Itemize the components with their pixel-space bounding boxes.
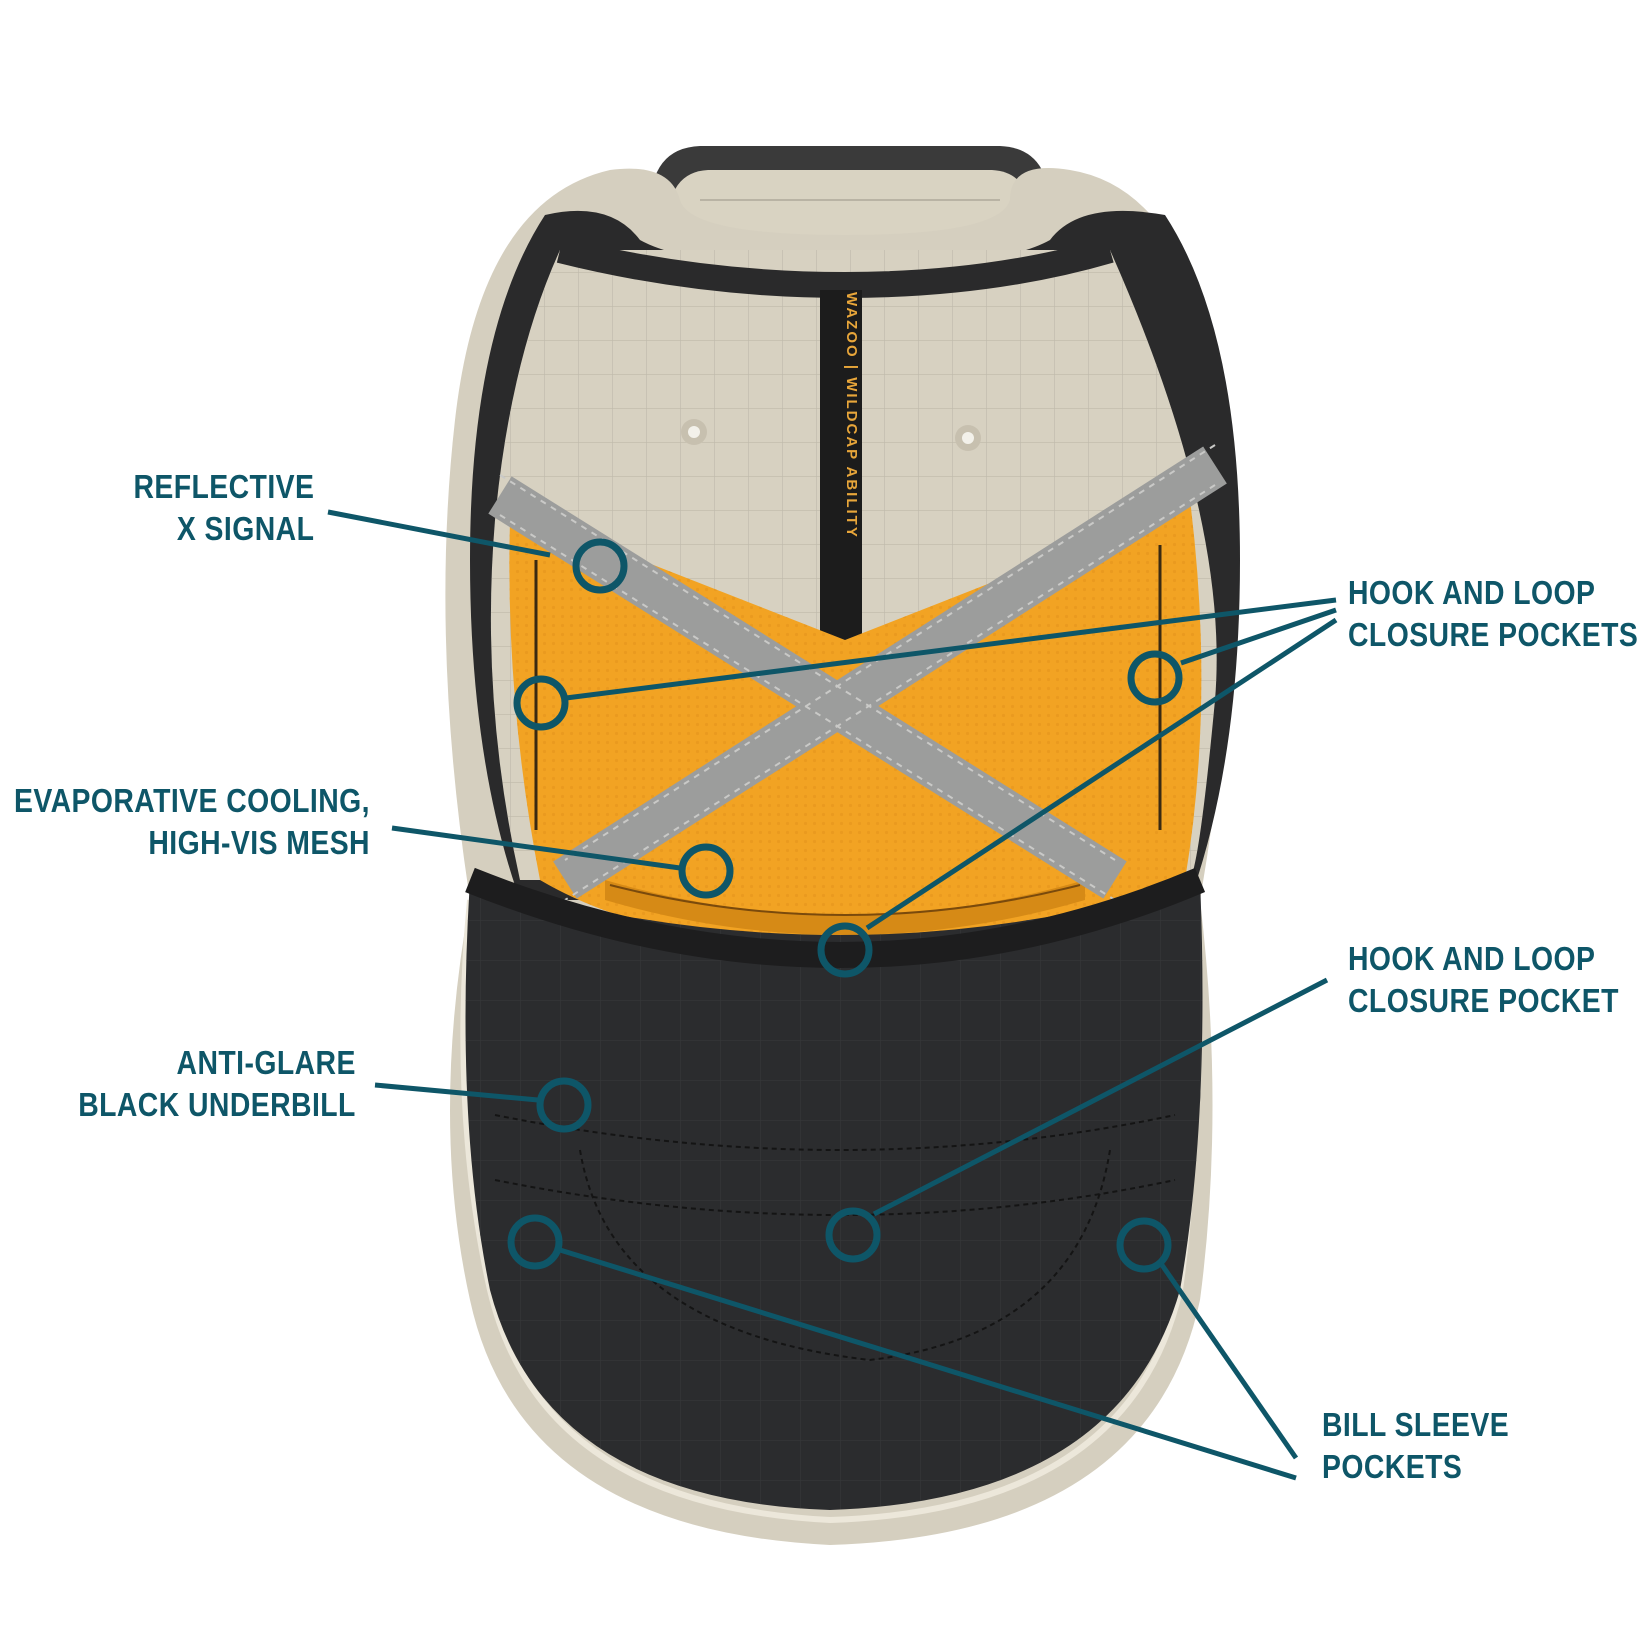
callout-anti-glare-underbill: ANTI-GLARE BLACK UNDERBILL <box>78 1042 356 1126</box>
marker-evaporative <box>391 825 734 899</box>
callout-hook-loop-pockets: HOOK AND LOOP CLOSURE POCKETS <box>1348 572 1638 656</box>
tape-brand-text: WAZOO | WILDCAP ABILITY <box>843 292 860 539</box>
marker-bill-sleeve <box>507 1214 1299 1481</box>
marker-antiglare <box>374 1077 592 1133</box>
callout-line: REFLECTIVE <box>133 468 314 505</box>
callout-markers <box>327 509 1338 1481</box>
callout-line: HOOK AND LOOP <box>1348 940 1596 977</box>
callout-line: BLACK UNDERBILL <box>78 1086 356 1123</box>
callout-line: CLOSURE POCKET <box>1348 982 1619 1019</box>
callout-line: HIGH-VIS MESH <box>148 824 370 861</box>
callout-line: POCKETS <box>1322 1448 1463 1485</box>
marker-hook-pockets <box>513 597 1338 978</box>
callout-line: X SIGNAL <box>176 510 314 547</box>
callout-reflective-x-signal: REFLECTIVE X SIGNAL <box>133 466 314 550</box>
marker-reflective <box>327 509 628 594</box>
vent-eyelets <box>681 419 981 451</box>
underbill <box>465 867 1206 1510</box>
callout-line: BILL SLEEVE <box>1322 1406 1510 1443</box>
callout-bill-sleeve-pockets: BILL SLEEVE POCKETS <box>1322 1404 1509 1488</box>
callout-line: EVAPORATIVE COOLING, <box>13 782 370 819</box>
marker-hook-pocket <box>825 977 1329 1263</box>
callout-line: HOOK AND LOOP <box>1348 574 1596 611</box>
callout-hook-loop-pocket: HOOK AND LOOP CLOSURE POCKET <box>1348 938 1619 1022</box>
center-tape: WAZOO | WILDCAP ABILITY <box>820 290 862 650</box>
callout-line: CLOSURE POCKETS <box>1348 616 1638 653</box>
callout-evaporative-cooling: EVAPORATIVE COOLING, HIGH-VIS MESH <box>14 780 370 864</box>
callout-line: ANTI-GLARE <box>176 1044 356 1081</box>
